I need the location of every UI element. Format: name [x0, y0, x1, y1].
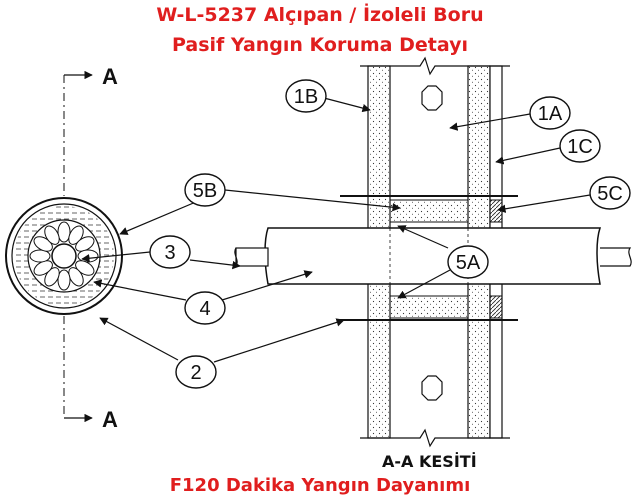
svg-text:1B: 1B [294, 86, 318, 108]
callout-1C: 1C [559, 129, 601, 163]
callout-3: 3 [149, 235, 191, 269]
svg-text:1C: 1C [567, 136, 593, 158]
marker-label-bottom: A [102, 407, 118, 432]
svg-text:1A: 1A [538, 103, 563, 125]
callout-5A: 5A [447, 245, 489, 279]
svg-text:3: 3 [164, 242, 175, 264]
svg-text:2: 2 [190, 362, 201, 384]
title-line-2: Pasif Yangın Koruma Detayı [171, 34, 468, 56]
svg-text:4: 4 [199, 298, 210, 320]
callout-5C: 5C [589, 176, 631, 210]
callout-2: 2 [175, 355, 217, 389]
callout-4: 4 [184, 291, 226, 325]
marker-label-top: A [102, 64, 118, 89]
leader-lines [81, 97, 591, 363]
callout-5B: 5B [184, 173, 226, 207]
svg-text:5A: 5A [456, 252, 481, 274]
callout-1B: 1B [285, 79, 327, 113]
section-label: A-A KESİTİ [382, 452, 477, 471]
callout-1A: 1A [529, 96, 571, 130]
pipe-elevation [234, 222, 632, 296]
svg-text:5C: 5C [597, 183, 623, 205]
footer-rating: F120 Dakika Yangın Dayanımı [169, 475, 471, 496]
pipe-cross-section [5, 197, 123, 315]
title-line-1: W-L-5237 Alçıpan / İzoleli Boru [156, 4, 484, 26]
section-marker-top: A [63, 64, 118, 196]
svg-text:5B: 5B [193, 180, 217, 202]
section-marker-bottom: A [63, 316, 118, 432]
